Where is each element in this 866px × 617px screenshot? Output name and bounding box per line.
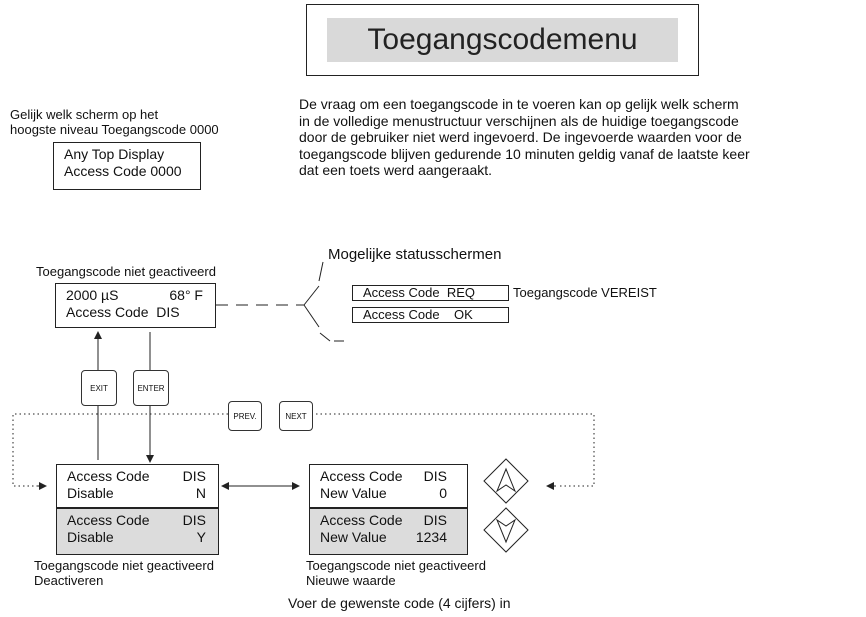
enter-button[interactable]: ENTER [133,370,169,406]
top-level-caption-line1: Gelijk welk scherm op het [10,107,159,122]
dash-branch-up [303,285,320,306]
main-caption: Toegangscode niet geactiveerd [36,264,216,279]
temperature-value: 68° F [169,287,203,303]
up-arrow-diamond-icon[interactable] [483,458,529,504]
new-value-display-1234: Access Code DIS New Value 1234 [309,508,468,555]
dash-branch-bottom [319,332,331,342]
disable-y-field: Disable [67,529,114,545]
prev-button[interactable]: PREV. [228,401,262,431]
exit-button[interactable]: EXIT [81,370,117,406]
status-note-req: Toegangscode VEREIST [513,285,657,300]
disable-y-line2: Disable Y [67,529,218,546]
footer-instruction: Voer de gewenste code (4 cijfers) in [288,595,511,611]
top-display: Any Top Display Access Code 0000 [53,142,201,190]
main-display: 2000 µS 68° F Access Code DIS [55,283,216,328]
disable-display-n: Access Code DIS Disable N [56,464,219,508]
description-line: door de gebruiker niet werd ingevoerd. D… [299,129,742,145]
description-line: toegangscode blijven gedurende 10 minute… [299,145,750,162]
disable-n-line2: Disable N [67,485,218,502]
disable-caption-1: Toegangscode niet geactiveerd [34,558,214,573]
new-value-1234-line2: New Value 1234 [320,529,467,546]
status-screen-ok: Access Code OK [352,307,509,323]
new-value-1234-status: DIS [423,512,447,528]
status-heading: Mogelijke statusschermen [328,246,502,263]
top-level-caption-line2: hoogste niveau Toegangscode 0000 [10,122,219,137]
description: De vraag om een toegangscode in te voere… [299,96,750,179]
description-line: dat een toets werd aangeraakt. [299,162,493,178]
title-frame: Toegangscodemenu [306,4,699,76]
new-value-caption-1: Toegangscode niet geactiveerd [306,558,486,573]
new-value-0-label: Access Code [320,468,403,484]
disable-n-line1: Access Code DIS [67,468,218,485]
new-value-1234-line1: Access Code DIS [320,512,467,529]
page-title: Toegangscodemenu [327,18,678,62]
disable-caption-2: Deactiveren [34,573,104,588]
main-display-line2: Access Code DIS [66,304,180,320]
disable-n-value: N [195,485,206,501]
down-arrow-diamond-icon[interactable] [483,507,529,553]
disable-n-status: DIS [182,468,206,484]
top-display-line1: Any Top Display [64,146,165,162]
new-value-caption-2: Nieuwe waarde [306,573,396,588]
conductivity-value: 2000 µS [66,287,119,303]
new-value-0-line1: Access Code DIS [320,468,467,485]
new-value-0-status: DIS [423,468,447,484]
new-value-0-line2: New Value 0 [320,485,467,502]
disable-y-status: DIS [182,512,206,528]
description-line: De vraag om een toegangscode in te voere… [299,96,739,112]
new-value-0-value: 0 [439,485,447,501]
disable-display-y: Access Code DIS Disable Y [56,508,219,555]
top-display-line2: Access Code 0000 [64,163,182,179]
disable-y-label: Access Code [67,512,150,528]
new-value-1234-value: 1234 [415,529,447,545]
status-screen-req: Access Code REQ [352,285,509,301]
main-display-line1: 2000 µS 68° F [66,287,215,304]
disable-y-value: Y [196,529,206,545]
disable-y-line1: Access Code DIS [67,512,218,529]
description-line: in de volledige menustructuur verschijne… [299,112,739,129]
disable-n-label: Access Code [67,468,150,484]
next-button[interactable]: NEXT [279,401,313,431]
new-value-display-0: Access Code DIS New Value 0 [309,464,468,508]
new-value-0-field: New Value [320,485,387,501]
dash-branch-down [303,304,320,328]
new-value-1234-field: New Value [320,529,387,545]
dash-branch-top [318,261,324,282]
disable-n-field: Disable [67,485,114,501]
new-value-1234-label: Access Code [320,512,403,528]
